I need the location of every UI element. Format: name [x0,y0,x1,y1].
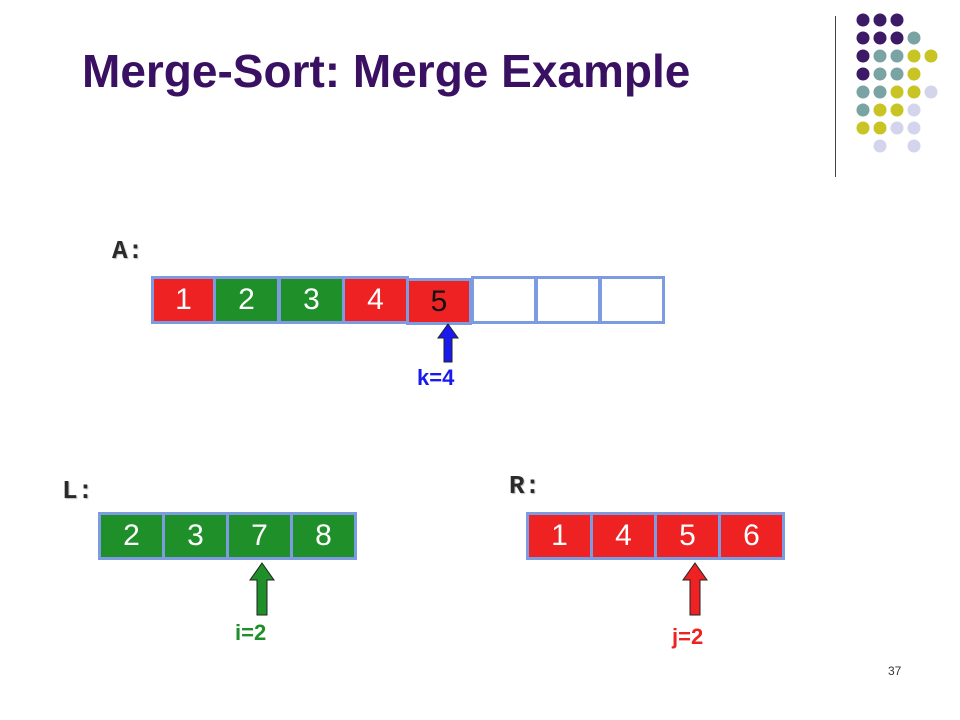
array-r-cell: 6 [718,512,785,560]
array-a-cell: 3 [278,276,345,324]
dot [907,85,921,99]
dot [890,85,904,99]
slide-title: Merge-Sort: Merge Example [82,45,691,97]
array-r-label: R: [509,471,541,501]
pointer-j-label: j=2 [672,624,704,649]
dot [873,139,887,153]
dot [856,49,870,63]
dot [907,139,921,153]
dot [873,85,887,99]
dot [873,49,887,63]
dot [907,49,921,63]
array-a-cell-empty [599,276,665,324]
dot [873,103,887,117]
array-r-cell: 4 [590,512,657,560]
page-number: 37 [888,664,902,678]
dot [890,103,904,117]
dot [924,49,938,63]
dot [890,67,904,81]
dot [907,121,921,135]
array-a-cell-empty [471,276,537,324]
dot [873,31,887,45]
arrow-up-icon [437,323,459,363]
array-l-cell: 7 [226,512,293,560]
array-r-cell: 5 [654,512,721,560]
dot [924,85,938,99]
pointer-i-label: i=2 [235,620,267,645]
array-l-cell: 2 [98,512,165,560]
dot [856,31,870,45]
dot [890,13,904,27]
array-a-cell: 2 [213,276,280,324]
dot [856,85,870,99]
dot [890,49,904,63]
dot [856,67,870,81]
dot [890,31,904,45]
dot [907,31,921,45]
dot [907,67,921,81]
array-a-cell: 1 [151,276,216,324]
divider-line [835,16,836,177]
array-a-cell-empty [535,276,601,324]
array-a-label: A: [112,236,144,266]
dot [873,13,887,27]
dot [856,103,870,117]
array-r-cell: 1 [526,512,593,560]
dot [873,67,887,81]
dot [856,121,870,135]
dot [873,121,887,135]
arrow-up-icon [682,562,708,616]
arrow-up-icon [249,562,275,616]
pointer-k-label: k=4 [417,365,455,390]
array-l-label: L: [62,476,94,506]
dot [890,121,904,135]
dot [907,103,921,117]
array-l-cell: 3 [162,512,229,560]
dot [856,13,870,27]
array-a-cell: 4 [342,276,409,324]
array-l-cell: 8 [290,512,357,560]
decorative-dot-grid [856,13,938,153]
array-a-cell-moved: 5 [406,278,472,325]
